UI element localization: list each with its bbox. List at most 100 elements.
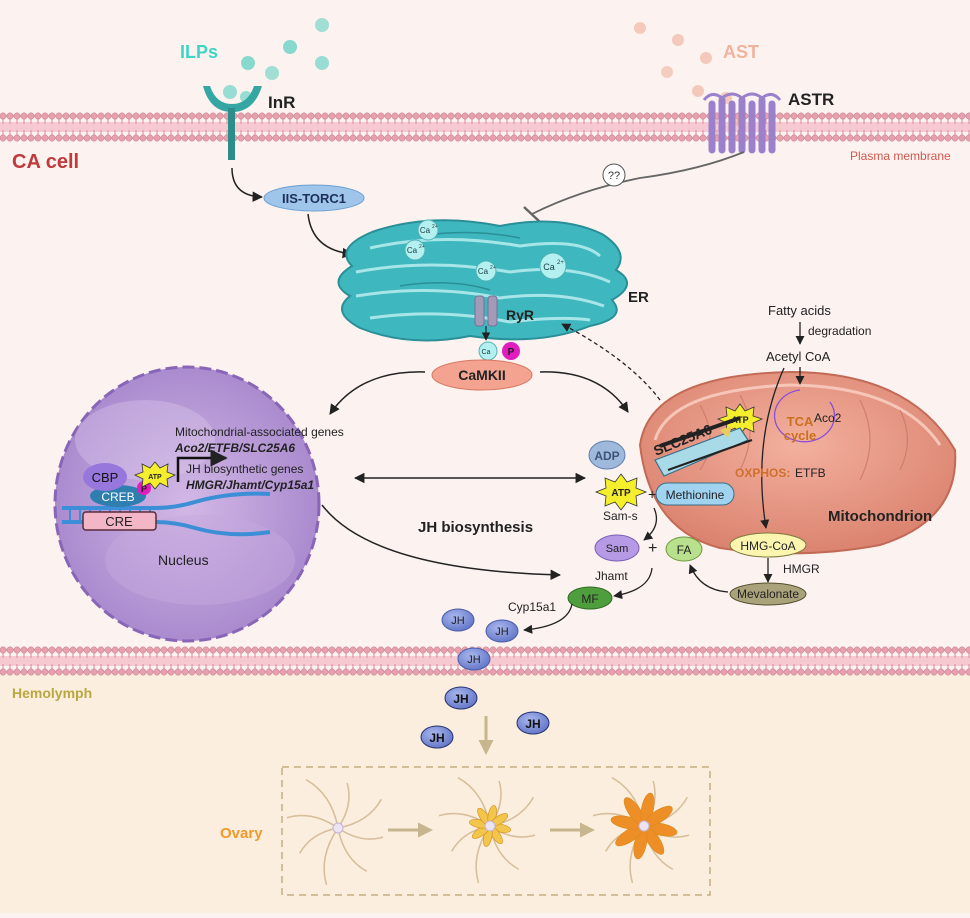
- jh-label-1: JH: [451, 615, 465, 627]
- mf-to-jh-arrow: [523, 603, 573, 634]
- phospho-label-camkii: P: [508, 347, 515, 358]
- mevalonate-label: Mevalonate: [737, 587, 799, 601]
- ca-sup-3: 2+: [490, 265, 496, 271]
- unknown-mechanism-badge: [602, 163, 626, 187]
- jh-label-2: JH: [495, 626, 509, 638]
- cyp15a1-label: Cyp15a1: [508, 600, 556, 614]
- jh-biosynthesis-label: JH biosynthesis: [418, 519, 533, 536]
- ca-label-3: Ca: [478, 267, 489, 276]
- tca-label-line2: cycle: [784, 428, 817, 443]
- iistorc1-to-er-arrow: [307, 213, 354, 259]
- ryr-channel-icon: [474, 295, 498, 341]
- ovary-stage-3: [592, 776, 690, 884]
- ovary-box: [281, 766, 711, 896]
- jh-label-5: JH: [525, 717, 540, 731]
- mevalonate-to-fa-arrow: [688, 564, 729, 593]
- mf-label: MF: [581, 592, 598, 606]
- er-label: ER: [628, 289, 649, 306]
- camkii-to-nucleus-arrow: [329, 371, 426, 415]
- iis-torc1-label: IIS-TORC1: [282, 191, 346, 206]
- plasma-membrane-label: Plasma membrane: [850, 149, 951, 163]
- atp-burst-nucleus: [134, 461, 176, 490]
- plus-atp-methionine: +: [648, 486, 656, 502]
- transcription-arrow: [176, 449, 228, 482]
- fatty-acids-label: Fatty acids: [768, 303, 831, 318]
- tca-label-line1: TCA: [787, 414, 814, 429]
- acetyl-coa-to-hmgcoa-arrow: [760, 367, 785, 529]
- mitochondrion-label: Mitochondrion: [828, 508, 932, 525]
- plus-sam-fa: +: [648, 540, 657, 557]
- mito-genes-list: Aco2/ETFB/SLC25A6: [174, 441, 295, 455]
- ca-sup-1: 2+: [432, 224, 438, 230]
- camkii-to-mitochondrion-arrow: [539, 371, 629, 413]
- camkii-label: CaMKII: [458, 367, 505, 383]
- slc25a6-transporter: [654, 416, 753, 477]
- mf-node: [567, 586, 613, 610]
- hmg-coa-label: HMG-CoA: [740, 539, 795, 553]
- ca-label-2: Ca: [407, 246, 418, 255]
- jhamt-label: Jhamt: [595, 569, 628, 583]
- ca-label-1: Ca: [420, 226, 431, 235]
- ovary-stage-1: [286, 778, 384, 886]
- sam-fa-to-mf-arrow: [613, 567, 653, 600]
- methionine-to-sam-arrow: [643, 507, 658, 541]
- cbp-protein: [83, 463, 127, 491]
- atp-label-methionine: ATP: [611, 488, 631, 499]
- hemolymph-region: [0, 672, 970, 913]
- adp-node: [588, 440, 626, 470]
- plasma-membrane-top: [0, 112, 970, 142]
- creb-label: CREB: [101, 490, 134, 504]
- jh-label-4: JH: [453, 692, 468, 706]
- astr-label: ASTR: [788, 90, 834, 109]
- methionine-label: Methionine: [666, 488, 725, 502]
- sam-node: [594, 534, 640, 562]
- hmgr-label: HMGR: [783, 562, 820, 576]
- etfb-label: ETFB: [795, 466, 826, 480]
- hmg-coa-node: [729, 532, 807, 558]
- adp-label: ADP: [594, 449, 619, 463]
- jh-label-3: JH: [467, 654, 481, 666]
- cre-label: CRE: [105, 514, 133, 529]
- inr-label: InR: [268, 93, 295, 112]
- astr-inhibition-line: [531, 151, 745, 215]
- ilps-label: ILPs: [180, 42, 218, 62]
- ca-label-4: Ca: [543, 262, 555, 272]
- ca-sup-2: 2+: [419, 244, 425, 250]
- phospho-badge-camkii: [502, 342, 520, 360]
- ca-sup-4: 2+: [557, 260, 564, 266]
- nucleus-to-jh-arrow: [321, 504, 562, 580]
- cre-element: [82, 511, 157, 531]
- sam-label: Sam: [606, 543, 629, 555]
- ovary-label: Ovary: [220, 825, 263, 842]
- atp-burst-methionine: [594, 473, 648, 511]
- ca-cell-label: CA cell: [12, 151, 79, 173]
- mito-genes-label: Mitochondrial-associated genes: [175, 425, 344, 439]
- jh-genes-label: JH biosynthetic genes: [186, 462, 303, 476]
- oxphos-label: OXPHOS:: [735, 466, 790, 480]
- ovary-stage-2: [438, 776, 536, 884]
- ryr-label: RyR: [506, 307, 534, 323]
- jh-label-6: JH: [429, 731, 444, 745]
- hemolymph-label: Hemolymph: [12, 685, 92, 701]
- jh-genes-list: HMGR/Jhamt/Cyp15a1: [186, 478, 314, 492]
- ilps-ligands: [223, 18, 329, 103]
- inhibition-bar: [523, 206, 541, 223]
- aco2-label: Aco2: [814, 411, 842, 425]
- camkii-node: [431, 359, 533, 391]
- degradation-label: degradation: [808, 324, 871, 338]
- fa-node: [665, 536, 703, 562]
- ast-label: AST: [723, 42, 759, 62]
- insulin-receptor-icon: [203, 86, 262, 160]
- jh-molecules: [420, 608, 550, 749]
- tca-cycle: [773, 389, 836, 443]
- phospho-label-creb: P: [141, 484, 147, 494]
- ast-receptor-icon: [702, 92, 782, 154]
- methionine-node: [655, 482, 735, 506]
- iis-torc1-node: [263, 184, 365, 212]
- fa-label: FA: [677, 543, 692, 557]
- ca-released-label: Ca: [482, 349, 491, 356]
- sam-s-label: Sam-s: [603, 509, 638, 523]
